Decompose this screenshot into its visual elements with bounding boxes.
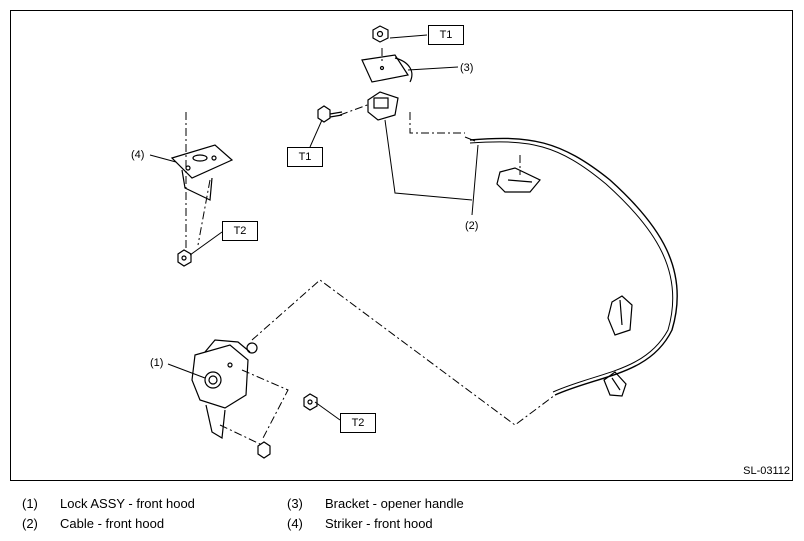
torque-label-t1-left: T1 — [287, 147, 323, 167]
diagram-frame — [10, 10, 793, 481]
legend-number: (2) — [22, 516, 38, 531]
nut-left — [177, 249, 192, 267]
bolt-left — [317, 105, 343, 123]
legend-item: (4) Striker - front hood — [287, 516, 547, 532]
torque-label-t1-top: T1 — [428, 25, 464, 45]
torque-label-t2-right: T2 — [340, 413, 376, 433]
legend-text: Cable - front hood — [60, 516, 165, 531]
legend-number: (3) — [287, 496, 303, 511]
cable-end-connector — [603, 371, 627, 397]
callout-3: (3) — [460, 62, 474, 74]
hood-cable-inner — [469, 141, 674, 393]
callout-4: (4) — [131, 149, 145, 161]
callout-2: (2) — [465, 220, 479, 232]
legend-text: Bracket - opener handle — [325, 496, 464, 511]
legend-number: (4) — [287, 516, 303, 531]
legend-text: Striker - front hood — [325, 516, 433, 531]
legend-number: (1) — [22, 496, 38, 511]
leader-lines — [149, 34, 479, 421]
striker-front-hood — [170, 144, 234, 201]
torque-label-t2-left: T2 — [222, 221, 258, 241]
bracket-opener-handle — [361, 54, 413, 83]
cable-clip-right — [607, 295, 633, 336]
legend-item: (1) Lock ASSY - front hood — [22, 496, 282, 512]
legend-item: (3) Bracket - opener handle — [287, 496, 547, 512]
nut-right — [303, 393, 318, 411]
assembly-lines — [185, 48, 556, 446]
opener-handle — [367, 91, 399, 121]
figure-code: SL-03112 — [743, 465, 790, 477]
lock-assy-front-hood — [191, 339, 258, 439]
cable-clip-middle — [496, 167, 541, 193]
legend-text: Lock ASSY - front hood — [60, 496, 195, 511]
legend-item: (2) Cable - front hood — [22, 516, 282, 532]
bolt-bottom — [257, 441, 271, 459]
nut-top — [372, 25, 389, 43]
callout-1: (1) — [150, 357, 164, 369]
hood-cable — [469, 137, 678, 396]
